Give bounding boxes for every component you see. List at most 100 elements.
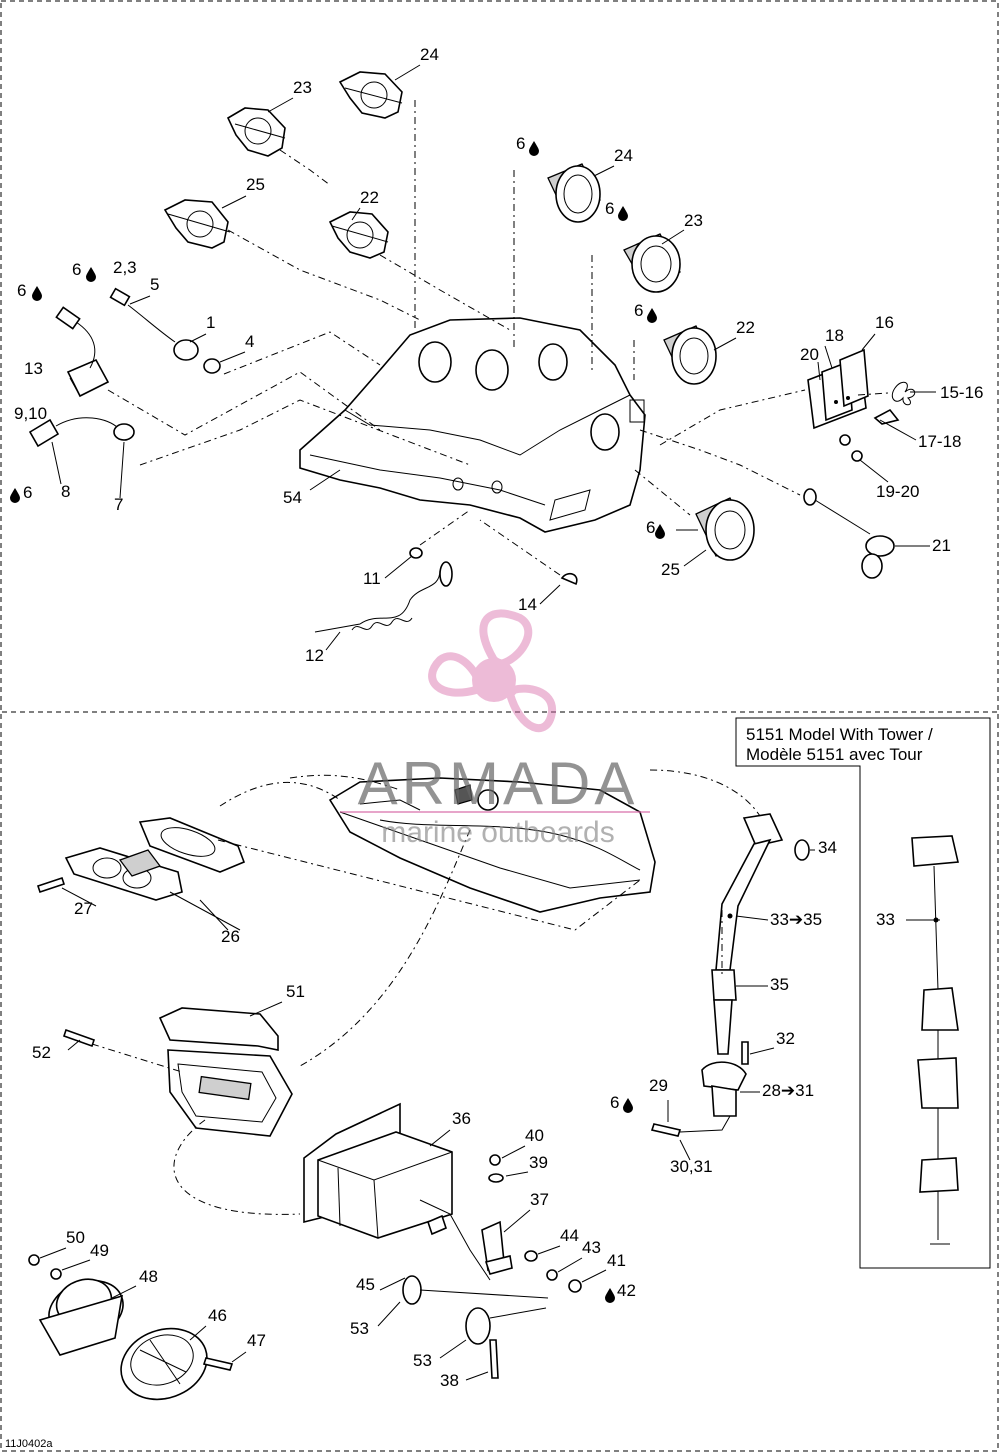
cable-12: [314, 547, 578, 633]
oil-drop-icon: [10, 488, 20, 503]
oil-drop-icon: [32, 286, 42, 301]
callout-6: 6: [516, 134, 525, 153]
callout-7: 7: [114, 495, 123, 514]
callout-42: 42: [617, 1281, 636, 1300]
nav-light-pole: [650, 813, 810, 1137]
callout-15-16: 15-16: [940, 383, 983, 402]
callout-26: 26: [221, 927, 240, 946]
oil-drop-icon: [86, 267, 96, 282]
callout-5: 5: [150, 275, 159, 294]
callout-6: 6: [17, 281, 26, 300]
callout-6: 6: [605, 199, 614, 218]
callout-27: 27: [74, 899, 93, 918]
callout-6: 6: [646, 518, 655, 537]
callout-40: 40: [525, 1126, 544, 1145]
fuse-17-18: [873, 408, 900, 425]
nut-19-20: [839, 434, 851, 446]
callout-38: 38: [440, 1371, 459, 1390]
callout-6: 6: [23, 483, 32, 502]
callout-23: 23: [293, 78, 312, 97]
callout-23: 23: [684, 211, 703, 230]
gauge-housing-22: [328, 211, 389, 259]
callout-34: 34: [818, 838, 837, 857]
callout-1: 1: [206, 313, 215, 332]
callout-6: 6: [610, 1093, 619, 1112]
callout-52: 52: [32, 1043, 51, 1062]
oil-drop-icon: [623, 1098, 633, 1113]
vent-48: [38, 1278, 124, 1356]
tower-inset: [735, 717, 991, 1269]
washer-44: [524, 1250, 538, 1262]
callout-14: 14: [518, 595, 537, 614]
oil-drop-icon: [647, 308, 657, 323]
callout-13: 13: [24, 359, 43, 378]
callout-9-10: 9,10: [14, 404, 47, 423]
gauge-housing-23: [226, 107, 286, 157]
callout-18: 18: [825, 326, 844, 345]
callout-43: 43: [582, 1238, 601, 1257]
inset-title-line1: 5151 Model With Tower /: [746, 725, 933, 744]
callout-24: 24: [614, 146, 633, 165]
inset-title-line2: Modèle 5151 avec Tour: [746, 745, 923, 764]
callout-6: 6: [72, 260, 81, 279]
oil-drop-icon: [655, 524, 665, 539]
key-switch-21: [803, 488, 895, 579]
callout-25: 25: [246, 175, 265, 194]
washer-39: [488, 1173, 504, 1183]
callout-30-31: 30,31: [670, 1157, 713, 1176]
console-54: [299, 317, 646, 533]
screw-38: [489, 1339, 499, 1379]
callout-20: 20: [800, 345, 819, 364]
callout-53: 53: [350, 1319, 369, 1338]
buzzer-13: [55, 306, 110, 398]
callout-19-20: 19-20: [876, 482, 919, 501]
gauge-housing-25: [163, 199, 231, 249]
callout-16: 16: [875, 313, 894, 332]
trim-26: [64, 817, 246, 901]
callout-53: 53: [413, 1351, 432, 1370]
oil-drop-icon: [529, 141, 539, 156]
callout-4: 4: [245, 332, 254, 351]
bracket-37: [481, 1220, 513, 1275]
nut-41: [568, 1279, 582, 1293]
callout-46: 46: [208, 1306, 227, 1325]
callout-33-35: 33➔35: [770, 910, 822, 929]
callout-2-3: 2,3: [113, 258, 137, 277]
callout-22: 22: [736, 318, 755, 337]
callout-35: 35: [770, 975, 789, 994]
callout-29: 29: [649, 1076, 668, 1095]
gauge-22: [663, 325, 717, 385]
switch-panel: [807, 348, 869, 430]
callout-24: 24: [420, 45, 439, 64]
watermark-tagline: marine outboards: [381, 816, 614, 849]
callout-11: 11: [363, 569, 381, 588]
oil-drop-icon: [605, 1288, 615, 1303]
gauge-23: [623, 233, 681, 293]
nut-40: [489, 1154, 501, 1166]
callout-25: 25: [661, 560, 680, 579]
leader-lines-top: [107, 100, 889, 576]
watermark-brand: ARMADA: [358, 750, 639, 817]
vent-46: [120, 1327, 208, 1401]
callout-28-31: 28➔31: [762, 1081, 814, 1100]
callout-49: 49: [90, 1241, 109, 1260]
callout-32: 32: [776, 1029, 795, 1048]
leader-lines-bottom: [91, 769, 761, 1215]
washer-49: [50, 1268, 62, 1280]
callout-48: 48: [139, 1267, 158, 1286]
glove-box-51: [158, 1007, 293, 1137]
cable-45: [419, 1199, 491, 1281]
connector-9-10: [28, 417, 135, 448]
callout-37: 37: [530, 1190, 549, 1209]
nut-50: [28, 1254, 40, 1266]
callout-45: 45: [356, 1275, 375, 1294]
screw-27: [36, 876, 66, 894]
callout-17-18: 17-18: [918, 432, 961, 451]
callout-22: 22: [360, 188, 379, 207]
callout-33: 33: [876, 910, 895, 929]
callout-leaders: [39, 64, 940, 1381]
callout-8: 8: [61, 482, 70, 501]
fuse-15-16: [891, 381, 916, 406]
